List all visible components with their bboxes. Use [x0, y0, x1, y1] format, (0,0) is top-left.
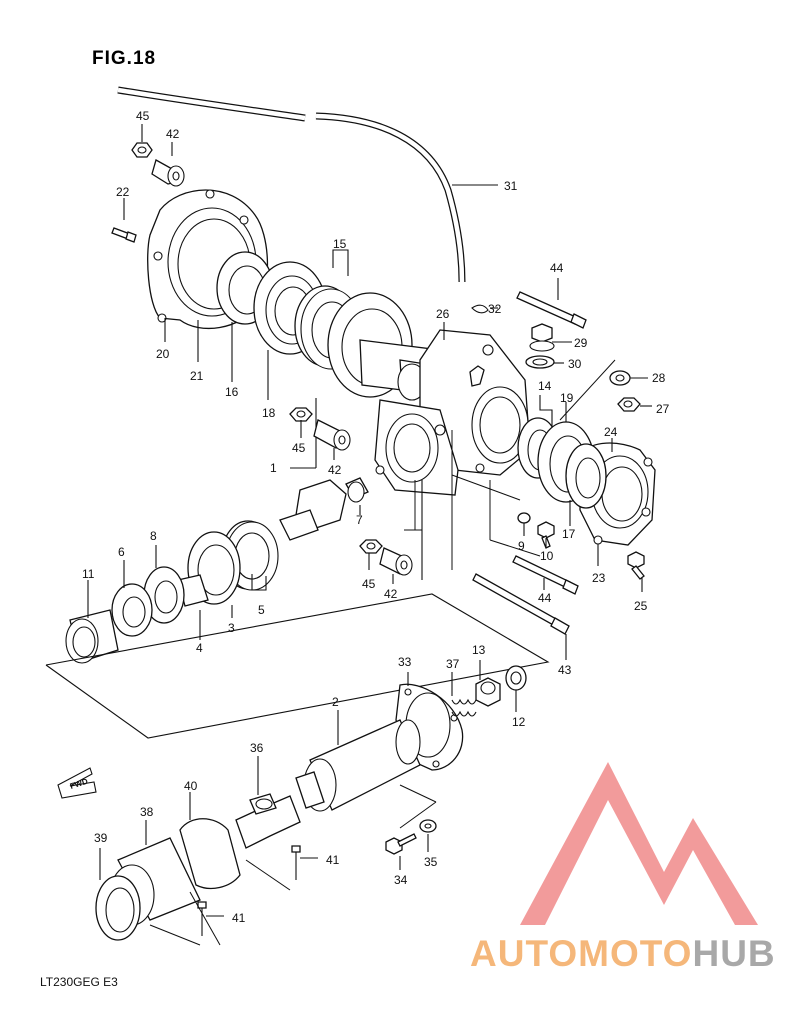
washer-9	[517, 512, 531, 536]
part-number-label: 37	[446, 657, 460, 671]
part-number-label: 36	[250, 741, 264, 755]
plug-13	[475, 660, 501, 707]
part-number-label: 11	[82, 567, 95, 581]
part-number-label: 41	[232, 911, 246, 925]
part-number-label: 41	[326, 853, 340, 867]
bolt-44-top	[516, 278, 587, 329]
part-number-label: 38	[140, 805, 154, 819]
part-number-label: 4	[196, 641, 203, 655]
part-number-label: 25	[634, 599, 648, 613]
part-number-label: 9	[518, 539, 525, 553]
washer-28	[609, 370, 648, 386]
forward-arrow-icon: FWD	[57, 767, 97, 799]
part-number-label: 42	[384, 587, 398, 601]
gear-case-part	[374, 322, 531, 580]
part-number-label: 27	[656, 402, 670, 416]
part-number-label: 3	[228, 621, 235, 635]
part-number-label: 45	[136, 109, 150, 123]
washer-30	[525, 355, 564, 369]
part-number-label: 17	[562, 527, 576, 541]
part-number-label: 40	[184, 779, 198, 793]
reference-lines	[404, 359, 616, 570]
part-number-label: 7	[356, 513, 363, 527]
part-number-label: 42	[328, 463, 342, 477]
bushing-42-top	[151, 142, 185, 187]
part-number-label: 20	[156, 347, 170, 361]
part-number-label: 31	[504, 179, 518, 193]
breather-hose-part	[117, 86, 498, 283]
boot-40	[179, 792, 241, 889]
part-number-label: 39	[94, 831, 108, 845]
part-number-label: 13	[472, 643, 486, 657]
pinion-gear-part	[279, 477, 369, 541]
bolt-25	[627, 551, 645, 592]
part-number-label: 29	[574, 336, 588, 350]
part-number-label: 1	[270, 461, 277, 475]
part-number-label: 16	[225, 385, 239, 399]
part-number-label: 19	[560, 391, 574, 405]
nut-45-top	[131, 124, 153, 158]
part-number-label: 44	[550, 261, 564, 275]
part-number-label: 35	[424, 855, 438, 869]
part-number-label: 44	[538, 591, 552, 605]
part-number-label: 32	[488, 302, 502, 316]
part-number-label: 8	[150, 529, 157, 543]
washer-6	[111, 560, 153, 637]
spring-37	[451, 672, 477, 717]
bolt-44-lower	[512, 555, 579, 595]
boot-39	[95, 848, 141, 941]
bolt-43	[472, 573, 570, 660]
bolt-22	[111, 198, 137, 243]
bushing-42-middle	[313, 419, 351, 460]
plug-29	[529, 323, 572, 352]
figure-title: FIG.18	[92, 48, 156, 69]
nut-8	[143, 545, 185, 624]
clip-32	[471, 304, 498, 314]
model-code: LT230GEG E3	[40, 975, 118, 989]
part-number-label: 21	[190, 369, 204, 383]
part-number-label: 22	[116, 185, 130, 199]
propeller-shaft-housing-2	[295, 710, 437, 829]
universal-joint-36	[235, 756, 301, 849]
bearing-3	[187, 531, 241, 618]
part-number-label: 28	[652, 371, 666, 385]
dashed-joint-lines	[149, 859, 291, 946]
screw-41-upper	[291, 845, 318, 880]
bushing-42-lower	[379, 547, 413, 584]
bearing-11	[65, 580, 119, 664]
part-number-label: 10	[540, 549, 554, 563]
part-number-label: 6	[118, 545, 125, 559]
part-number-label: 34	[394, 873, 408, 887]
screw-41-lower	[197, 901, 224, 936]
nut-45-lower	[359, 539, 383, 570]
part-number-label: 45	[362, 577, 376, 591]
nut-45-middle	[289, 407, 313, 438]
part-number-label: 30	[568, 357, 582, 371]
part-number-label: 24	[604, 425, 618, 439]
washer-35	[419, 819, 437, 852]
part-number-label: 43	[558, 663, 572, 677]
watermark-text: AUTOMOTOHUB	[470, 933, 776, 974]
bolt-10	[537, 521, 555, 549]
group-outline	[45, 593, 550, 739]
part-number-label: 33	[398, 655, 412, 669]
part-number-label: 14	[538, 379, 552, 393]
bolt-34	[385, 833, 417, 870]
triangle-logo-icon	[520, 762, 758, 925]
seal-17	[565, 443, 607, 526]
part-number-label: 45	[292, 441, 306, 455]
part-number-label: 12	[512, 715, 526, 729]
part-number-label: 15	[333, 237, 347, 251]
part-number-label: 42	[166, 127, 180, 141]
part-number-label: 18	[262, 406, 276, 420]
part-number-label: 2	[332, 695, 339, 709]
washer-12	[505, 665, 527, 712]
part-number-label: 23	[592, 571, 606, 585]
part-number-label: 26	[436, 307, 450, 321]
nut-27	[617, 397, 652, 412]
part-number-label: 5	[258, 603, 265, 617]
